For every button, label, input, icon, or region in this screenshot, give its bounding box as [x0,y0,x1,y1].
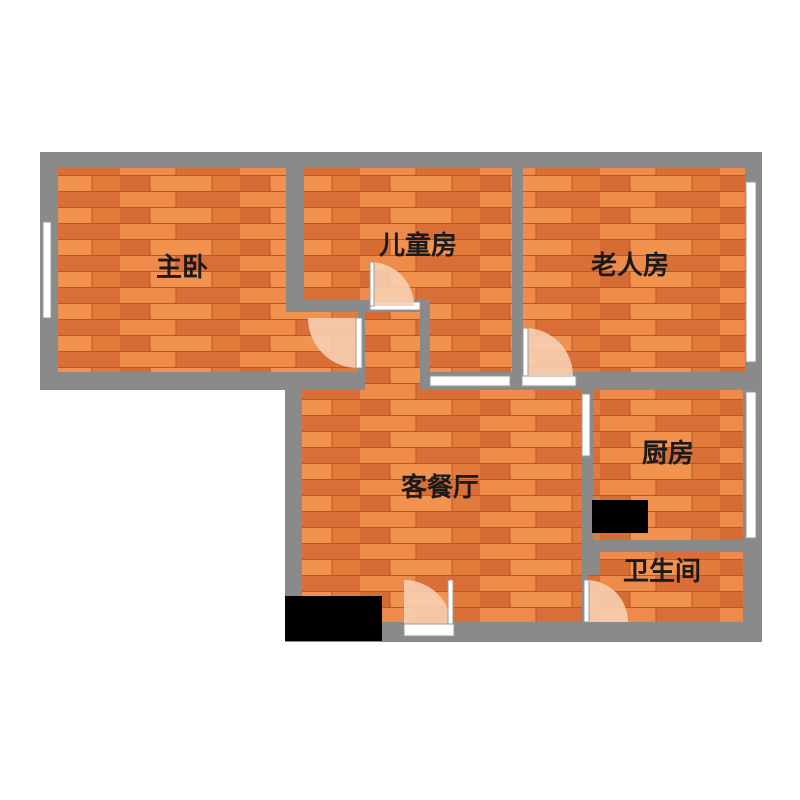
window-kitchen-left [581,393,591,457]
label-living-dining: 客餐厅 [401,472,479,503]
window-kids-room-bottom [429,375,511,387]
elderly-room-floor [523,168,745,372]
fixture-entry-cabinet [285,596,382,641]
windows [42,181,757,539]
door-entrance [404,580,452,626]
window-elderly-room [745,181,757,363]
kids-room-lower [430,300,512,372]
fixture-kitchen [592,500,648,533]
window-master-bedroom [42,221,52,319]
window-kitchen [745,391,757,539]
hallway-floor [365,312,420,392]
doors [308,261,628,637]
label-kitchen: 厨房 [642,439,694,469]
fixtures [285,500,648,641]
door-elderly-room [525,328,573,376]
master-bedroom-floor [58,168,286,372]
door-bathroom [586,580,628,622]
door-kids-room [370,262,414,306]
label-elderly-room: 老人房 [591,251,669,281]
label-kids-room: 儿童房 [379,230,457,261]
label-bathroom: 卫生间 [623,557,701,587]
living-dining-floor [302,390,582,622]
window-elderly-bottom [521,375,577,387]
label-master-bedroom: 主卧 [156,253,208,283]
kids-room-floor [304,168,512,300]
door-master-bedroom [308,318,358,368]
room-labels: 主卧 儿童房 老人房 客餐厅 厨房 卫生间 [156,230,701,587]
